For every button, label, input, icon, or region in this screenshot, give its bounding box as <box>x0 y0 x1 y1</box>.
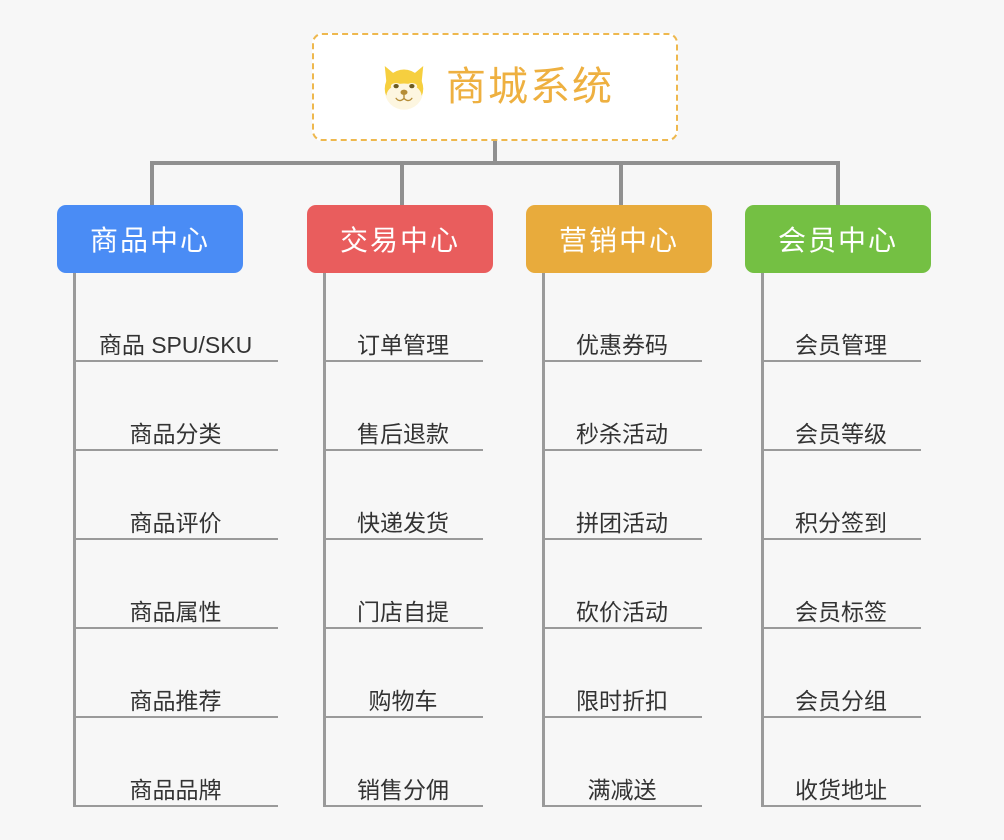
leaf-item[interactable]: 砍价活动 <box>542 540 702 629</box>
leaf-label: 积分签到 <box>795 509 887 536</box>
leaf-item[interactable]: 收货地址 <box>761 718 921 807</box>
category-header-3[interactable]: 会员中心 <box>745 205 931 273</box>
leaf-label: 拼团活动 <box>576 509 668 536</box>
leaf-spine-3 <box>761 273 764 807</box>
leaf-item[interactable]: 订单管理 <box>323 273 483 362</box>
leaf-item[interactable]: 快递发货 <box>323 451 483 540</box>
category-column-会员中心: 会员中心 会员管理 会员等级 积分签到 会员标签 会员分组 收货地址 <box>745 205 931 807</box>
leaf-label: 满减送 <box>587 776 657 803</box>
leaf-label: 砍价活动 <box>576 598 668 625</box>
leaf-item[interactable]: 优惠券码 <box>542 273 702 362</box>
leaf-item[interactable]: 积分签到 <box>761 451 921 540</box>
leaf-label: 秒杀活动 <box>576 420 668 447</box>
leaf-label: 会员等级 <box>795 420 887 447</box>
leaf-label: 收货地址 <box>795 776 887 803</box>
leaf-item[interactable]: 商品分类 <box>73 362 278 451</box>
category-label-0: 商品中心 <box>89 225 210 256</box>
leaf-label: 会员标签 <box>795 598 887 625</box>
leaf-label: 售后退款 <box>357 420 449 447</box>
category-column-交易中心: 交易中心 订单管理 售后退款 快递发货 门店自提 购物车 销售分佣 <box>307 205 493 807</box>
leaf-item[interactable]: 门店自提 <box>323 540 483 629</box>
branch-drop-line-2 <box>619 161 623 207</box>
horizontal-bus-line <box>150 161 838 165</box>
leaf-label: 购物车 <box>368 687 438 714</box>
root-stem-line <box>493 141 497 163</box>
leaf-label: 商品属性 <box>129 598 222 625</box>
leaf-item[interactable]: 商品评价 <box>73 451 278 540</box>
leaf-label: 商品 SPU/SKU <box>98 331 253 358</box>
branch-drop-line-3 <box>836 161 840 207</box>
leaf-item[interactable]: 售后退款 <box>323 362 483 451</box>
leaf-label: 商品评价 <box>129 509 222 536</box>
leaf-spine-2 <box>542 273 545 807</box>
leaf-label: 会员分组 <box>795 687 887 714</box>
root-title: 商城系统 <box>446 65 614 109</box>
leaf-label: 商品分类 <box>129 420 222 447</box>
branch-drop-line-1 <box>400 161 404 207</box>
leaf-list-3: 会员管理 会员等级 积分签到 会员标签 会员分组 收货地址 <box>761 273 921 807</box>
leaf-list-0: 商品 SPU/SKU 商品分类 商品评价 商品属性 商品推荐 商品品牌 <box>73 273 278 807</box>
leaf-item[interactable]: 商品品牌 <box>73 718 278 807</box>
leaf-label: 快递发货 <box>357 509 449 536</box>
leaf-item[interactable]: 购物车 <box>323 629 483 718</box>
leaf-item[interactable]: 会员分组 <box>761 629 921 718</box>
category-header-2[interactable]: 营销中心 <box>526 205 712 273</box>
category-column-商品中心: 商品中心 商品 SPU/SKU 商品分类 商品评价 商品属性 商品推荐 商品品牌 <box>57 205 278 807</box>
leaf-label: 商品推荐 <box>129 687 222 714</box>
category-label-2: 营销中心 <box>558 225 679 256</box>
leaf-item[interactable]: 满减送 <box>542 718 702 807</box>
leaf-label: 订单管理 <box>357 331 449 358</box>
leaf-item[interactable]: 拼团活动 <box>542 451 702 540</box>
shiba-dog-face-icon <box>384 66 424 110</box>
leaf-item[interactable]: 会员管理 <box>761 273 921 362</box>
leaf-label: 门店自提 <box>357 598 449 625</box>
leaf-list-2: 优惠券码 秒杀活动 拼团活动 砍价活动 限时折扣 满减送 <box>542 273 702 807</box>
leaf-label: 限时折扣 <box>576 687 668 714</box>
branch-drop-line-0 <box>150 161 154 207</box>
leaf-item[interactable]: 限时折扣 <box>542 629 702 718</box>
leaf-list-1: 订单管理 售后退款 快递发货 门店自提 购物车 销售分佣 <box>323 273 483 807</box>
leaf-item[interactable]: 商品 SPU/SKU <box>73 273 278 362</box>
leaf-item[interactable]: 销售分佣 <box>323 718 483 807</box>
category-header-1[interactable]: 交易中心 <box>307 205 493 273</box>
root-node[interactable]: 商城系统 <box>312 33 678 141</box>
leaf-item[interactable]: 会员等级 <box>761 362 921 451</box>
leaf-label: 优惠券码 <box>576 331 668 358</box>
leaf-item[interactable]: 商品推荐 <box>73 629 278 718</box>
leaf-label: 销售分佣 <box>357 776 449 803</box>
leaf-item[interactable]: 会员标签 <box>761 540 921 629</box>
leaf-label: 商品品牌 <box>129 776 222 803</box>
category-label-3: 会员中心 <box>777 225 898 256</box>
category-column-营销中心: 营销中心 优惠券码 秒杀活动 拼团活动 砍价活动 限时折扣 满减送 <box>526 205 712 807</box>
leaf-spine-0 <box>73 273 76 807</box>
leaf-item[interactable]: 秒杀活动 <box>542 362 702 451</box>
leaf-item[interactable]: 商品属性 <box>73 540 278 629</box>
category-label-1: 交易中心 <box>339 225 460 256</box>
leaf-label: 会员管理 <box>795 331 887 358</box>
category-header-0[interactable]: 商品中心 <box>57 205 243 273</box>
leaf-spine-1 <box>323 273 326 807</box>
